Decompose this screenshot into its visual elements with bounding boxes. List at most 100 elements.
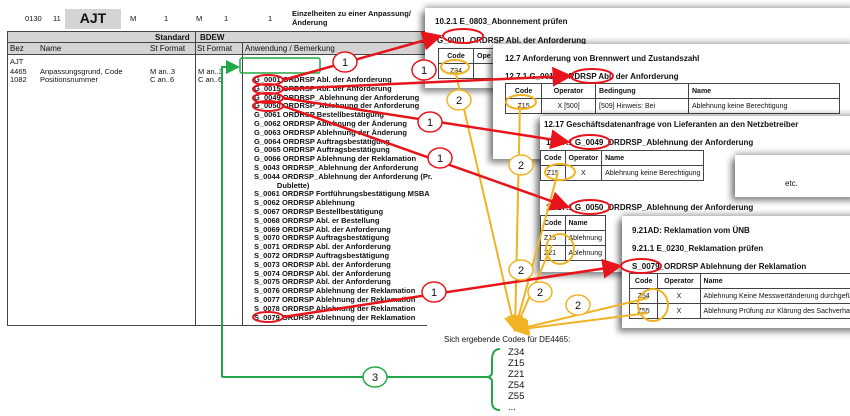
bdew-status: M bbox=[196, 14, 203, 23]
marker-1-circle bbox=[417, 111, 443, 133]
row-bez: AJT bbox=[10, 57, 24, 66]
segment-desc: Einzelheiten zu einer Anpassung/Änderung bbox=[292, 9, 411, 27]
code-list-item: S_0079 ORDRSP Ablehnung der Reklamation bbox=[254, 312, 416, 322]
code-list-item: S_0044 ORDRSP_Ablehnung der Anforderung … bbox=[254, 171, 433, 181]
row-bez: 4465 bbox=[10, 67, 27, 76]
yellow-line bbox=[513, 312, 649, 337]
marker-1-label: 1 bbox=[342, 57, 348, 69]
th-code: Code bbox=[628, 273, 659, 289]
op-cell: X [500] bbox=[541, 98, 597, 114]
marker-1-circle bbox=[421, 281, 447, 303]
marker-1-circle bbox=[332, 51, 358, 73]
group-standard: Standard bbox=[155, 33, 190, 42]
row-std: M an..3 bbox=[150, 67, 176, 76]
segment-nr: 0130 bbox=[25, 14, 42, 23]
code-list-item: G_0064 ORDRSP Auftragsbestätigung bbox=[254, 136, 390, 146]
marker-1-label: 1 bbox=[437, 153, 443, 165]
name-cell: Ablehnung keine Berechtigung bbox=[688, 98, 840, 114]
yellow-line bbox=[454, 69, 520, 332]
result-code: ... bbox=[508, 402, 516, 413]
code-list-item: G_0061 ORDRSP Bestellbestätigung bbox=[254, 110, 384, 120]
panel-subtitle-2: 12.17.1 G_0050_ORDRSP_Ablehnung der Anfo… bbox=[546, 203, 754, 212]
code-list-item: S_0071 ORDRSP Abl. der Anforderung bbox=[254, 242, 391, 252]
result-brace bbox=[485, 348, 501, 411]
row-bdew: C an..6 bbox=[198, 75, 223, 84]
marker-3-circle bbox=[362, 366, 388, 388]
marker-2-circle bbox=[446, 89, 472, 111]
result-code: Z34 bbox=[508, 347, 525, 358]
segment-count: 11 bbox=[53, 14, 61, 23]
code-list-item: G_0001 ORDRSP Abl. der Anforderung bbox=[254, 75, 392, 84]
yellow-code-ellipse bbox=[505, 94, 537, 110]
red-target-ellipse bbox=[620, 258, 662, 274]
panel-subtitle: 12.17.1 G_0049_ORDRSP_Ablehnung der Anfo… bbox=[546, 138, 754, 147]
marker-2-circle bbox=[508, 259, 534, 281]
code-list-item: S_0062 ORDRSP Ablehnung bbox=[254, 198, 355, 208]
code-list-item: S_0072 ORDRSP Auftragsbestätigung bbox=[254, 250, 390, 260]
panel-title: 10.2.1 E_0803_Abonnement prüfen bbox=[435, 17, 568, 26]
level: 1 bbox=[268, 14, 273, 23]
bdew-rep: 1 bbox=[224, 14, 229, 23]
marker-2-label: 2 bbox=[456, 95, 462, 107]
result-code: Z15 bbox=[508, 358, 525, 369]
col-anwendung: Anwendung / Bemerkung bbox=[245, 44, 335, 53]
code-list-item: G_0050 ORDRSP_Ablehnung der Anforderung bbox=[254, 101, 420, 111]
panel-title: 12.7 Anforderung von Brennwert und Zusta… bbox=[505, 54, 700, 63]
std-status: M bbox=[130, 14, 137, 23]
red-target-ellipse bbox=[569, 199, 611, 215]
code-list-item: S_0068 ORDRSP Abl. er Bestellung bbox=[254, 215, 380, 225]
code-list-item: S_0069 ORDRSP Abl. der Anforderung bbox=[254, 224, 391, 234]
panel-subtitle: S_0079_ORDRSP Ablehnung der Reklamation bbox=[632, 262, 807, 271]
row-std: C an..6 bbox=[150, 75, 175, 84]
segment-tag: AJT bbox=[65, 9, 121, 29]
panel-etc: etc. bbox=[735, 155, 850, 197]
yellow-code-ellipse bbox=[545, 233, 575, 265]
marker-2-label: 2 bbox=[575, 300, 581, 312]
red-target-ellipse bbox=[569, 134, 611, 150]
panel-s0079: 9.21AD: Reklamation vom ÜNB 9.21.1 E_023… bbox=[622, 216, 850, 328]
code-list-item: Dublette) bbox=[254, 180, 310, 190]
std-rep: 1 bbox=[164, 14, 169, 23]
panel-title: 12.17 Geschäftsdatenanfrage von Lieferan… bbox=[544, 120, 799, 129]
marker-2-circle bbox=[565, 294, 591, 316]
marker-2-label: 2 bbox=[537, 287, 543, 299]
red-code-ellipse bbox=[252, 311, 284, 323]
marker-1-circle bbox=[411, 59, 437, 81]
code-list-item: S_0076 ORDRSP Ablehnung der Reklamation bbox=[254, 286, 416, 296]
marker-1-label: 1 bbox=[431, 287, 437, 299]
result-code: Z54 bbox=[508, 380, 525, 391]
bed-cell: [509] Hinweis: Bei bbox=[595, 98, 689, 114]
result-label: Sich ergebende Codes für DE4465: bbox=[444, 335, 571, 344]
marker-2-circle bbox=[527, 281, 553, 303]
red-arrow bbox=[282, 104, 571, 211]
row-name: Positionsnummer bbox=[40, 75, 98, 84]
code-list-item: S_0075 ORDRSP Abl. der Anforderung bbox=[254, 277, 391, 287]
code-cell: Z15 bbox=[504, 98, 543, 114]
code-list-item: G_0049 ORDRSP_Ablehnung der Anforderung bbox=[254, 92, 420, 102]
marker-2-circle bbox=[508, 154, 534, 176]
yellow-code-ellipse bbox=[440, 59, 470, 75]
result-code: Z55 bbox=[508, 391, 525, 402]
name-cell: Ablehnung keine Berechtigung bbox=[601, 165, 705, 181]
panel-title-2: 9.21.1 E_0230_Reklamation prüfen bbox=[632, 244, 764, 253]
etc-text: etc. bbox=[785, 179, 798, 188]
code-list-item: S_0074 ORDRSP Abl. der Anforderung bbox=[254, 268, 391, 278]
row-bez: 1082 bbox=[10, 75, 27, 84]
panel-subtitle: G_0001_ORDRSP Abl. der Anforderung bbox=[437, 36, 587, 45]
code-list-item: S_0067 ORDRSP Bestellbestätigung bbox=[254, 206, 384, 216]
name-cell: Ablehnung Prüfung zur Klärung des Sachve… bbox=[699, 303, 850, 319]
col-name: Name bbox=[40, 44, 62, 53]
red-target-ellipse bbox=[442, 28, 484, 44]
marker-2-label: 2 bbox=[518, 265, 524, 277]
col-bdew-st-format: St Format bbox=[197, 44, 233, 53]
red-arrow bbox=[282, 31, 443, 82]
code-list-item: G_0062 ORDRSP Ablehnung der Änderung bbox=[254, 118, 407, 128]
red-target-ellipse bbox=[570, 68, 614, 84]
name-cell: Ablehnung bbox=[564, 230, 606, 246]
code-list-item: G_0065 ORDRSP Auftragsbestätigung bbox=[254, 145, 390, 155]
code-list-item: S_0073 ORDRSP Abl. der Anforderung bbox=[254, 259, 391, 269]
code-list-item: G_0066 ORDRSP Ablehnung der Reklamation bbox=[254, 154, 417, 164]
